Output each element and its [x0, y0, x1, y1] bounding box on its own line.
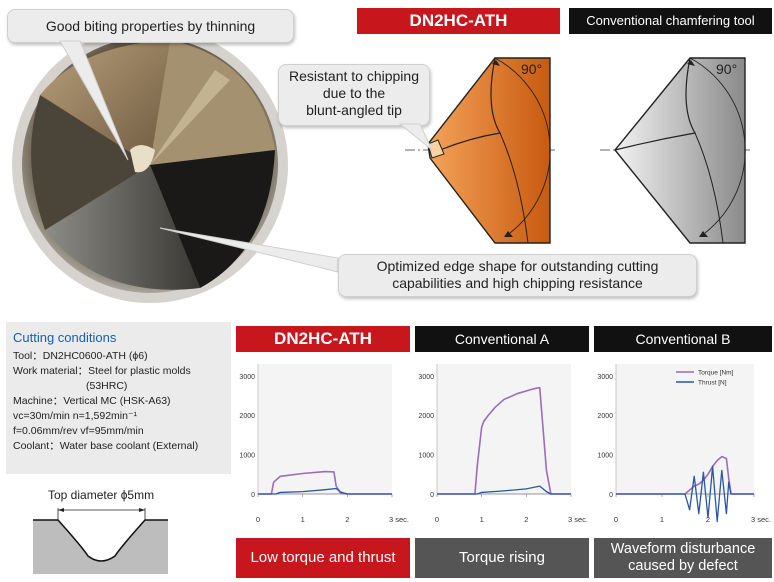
- y-tick-label: 0: [609, 492, 613, 499]
- callout-edge-pointer: [159, 227, 339, 273]
- plot-area: [616, 364, 754, 494]
- angle-label-right: 90°: [716, 61, 738, 77]
- x-tick-label: 1: [301, 515, 305, 524]
- angle-label-left: 90°: [521, 61, 543, 77]
- x-tick-label: 0: [435, 515, 439, 524]
- series-thrust-line: [258, 487, 392, 495]
- header-dn2hc-top: DN2HC-ATH: [357, 8, 560, 34]
- condition-tool: Tool：DN2HC0600-ATH (ϕ6): [13, 350, 148, 362]
- condition-coolant: Coolant：Water base coolant (External): [13, 440, 199, 452]
- header-conventional-tool: Conventional chamfering tool: [569, 8, 772, 34]
- chart-panel1: 0 1000 2000 3000 0 1 2 3 sec.: [239, 364, 409, 524]
- callout-chipping-line1: Resistant to chipping: [289, 68, 419, 84]
- panel2-header-text: Conventional A: [454, 331, 550, 347]
- plot-area: [258, 364, 392, 494]
- cutting-conditions-box: Cutting conditions Tool：DN2HC0600-ATH (ϕ…: [6, 322, 231, 474]
- dn2hc-tool-drawing: [405, 57, 555, 244]
- condition-speed: vc=30m/min n=1,592min⁻¹: [13, 410, 138, 422]
- callout-biting-pointer: [59, 40, 129, 161]
- panel3-header: Conventional B: [594, 326, 772, 352]
- x-tick-label: 0: [614, 515, 618, 524]
- x-tick-label: 3 sec.: [751, 515, 771, 524]
- panel2-footer-text: Torque rising: [459, 549, 545, 566]
- conventional-tool-drawing: [600, 57, 750, 244]
- chart-panel2: 0 1000 2000 3000 0 1 2 3 sec.: [418, 364, 588, 524]
- y-tick-label: 0: [251, 492, 255, 499]
- y-tick-label: 2000: [597, 413, 613, 420]
- x-tick-label: 1: [480, 515, 484, 524]
- condition-machine: Machine：Vertical MC (HSK-A63): [13, 395, 171, 407]
- panel2-header: Conventional A: [415, 326, 589, 352]
- panel1-header-text: DN2HC-ATH: [274, 329, 372, 348]
- panel3-footer: Waveform disturbance caused by defect: [594, 538, 772, 578]
- y-tick-label: 3000: [239, 374, 255, 381]
- y-tick-label: 3000: [597, 374, 613, 381]
- plot-area: [437, 364, 571, 494]
- callout-edge-line1: Optimized edge shape for outstanding cut…: [376, 258, 659, 274]
- cutting-conditions-title: Cutting conditions: [13, 330, 117, 345]
- chart-panel3: 0 1000 2000 3000 0 1 2 3 sec. Torque [Nm] Thrust …: [597, 364, 771, 524]
- hole-diagram: [33, 508, 168, 574]
- panel3-footer-line2: caused by defect: [628, 558, 738, 574]
- legend-label: Torque [Nm]: [698, 370, 734, 377]
- callout-biting-text: Good biting properties by thinning: [45, 18, 256, 34]
- tool-tip-photo: [12, 27, 288, 303]
- callout-chipping-line3: blunt-angled tip: [306, 102, 402, 118]
- x-tick-label: 0: [256, 515, 260, 524]
- header-dn2hc-top-text: DN2HC-ATH: [409, 11, 508, 30]
- callout-chipping: Resistant to chipping due to the blunt-a…: [278, 64, 430, 126]
- y-tick-label: 2000: [239, 413, 255, 420]
- y-tick-label: 0: [430, 492, 434, 499]
- series-torque-line: [437, 386, 571, 495]
- condition-feed: f=0.06mm/rev vf=95mm/min: [13, 425, 144, 437]
- callout-edge-line2: capabilities and high chipping resistanc…: [392, 275, 643, 291]
- panel1-footer-text: Low torque and thrust: [250, 549, 396, 566]
- panel2-footer: Torque rising: [415, 538, 589, 578]
- panel1-footer: Low torque and thrust: [236, 538, 410, 578]
- hole-diagram-label: Top diameter ϕ5mm: [48, 488, 155, 502]
- y-tick-label: 1000: [418, 453, 434, 460]
- y-tick-label: 1000: [239, 453, 255, 460]
- y-tick-label: 1000: [597, 453, 613, 460]
- header-conventional-tool-text: Conventional chamfering tool: [586, 13, 755, 28]
- y-tick-label: 3000: [418, 374, 434, 381]
- callout-edge: Optimized edge shape for outstanding cut…: [338, 254, 697, 297]
- condition-work-material: Work material：Steel for plastic molds: [13, 365, 191, 377]
- panel1-header: DN2HC-ATH: [236, 326, 410, 352]
- series-thrust-line: [616, 465, 754, 523]
- callout-biting: Good biting properties by thinning: [7, 9, 294, 43]
- callout-chipping-line2: due to the: [322, 85, 386, 101]
- series-torque-line: [258, 470, 392, 495]
- y-tick-label: 2000: [418, 413, 434, 420]
- x-tick-label: 3 sec.: [568, 515, 588, 524]
- legend-label: Thrust [N]: [698, 380, 727, 387]
- x-tick-label: 3 sec.: [389, 515, 409, 524]
- condition-work-material-hardness: (53HRC): [86, 380, 128, 392]
- x-tick-label: 2: [345, 515, 349, 524]
- x-tick-label: 1: [660, 515, 664, 524]
- x-tick-label: 2: [706, 515, 710, 524]
- series-thrust-line: [437, 485, 571, 495]
- panel3-footer-line1: Waveform disturbance: [610, 541, 756, 557]
- panel3-header-text: Conventional B: [635, 331, 731, 347]
- x-tick-label: 2: [524, 515, 528, 524]
- series-torque-line: [616, 455, 754, 495]
- callout-chipping-pointer: [398, 123, 433, 151]
